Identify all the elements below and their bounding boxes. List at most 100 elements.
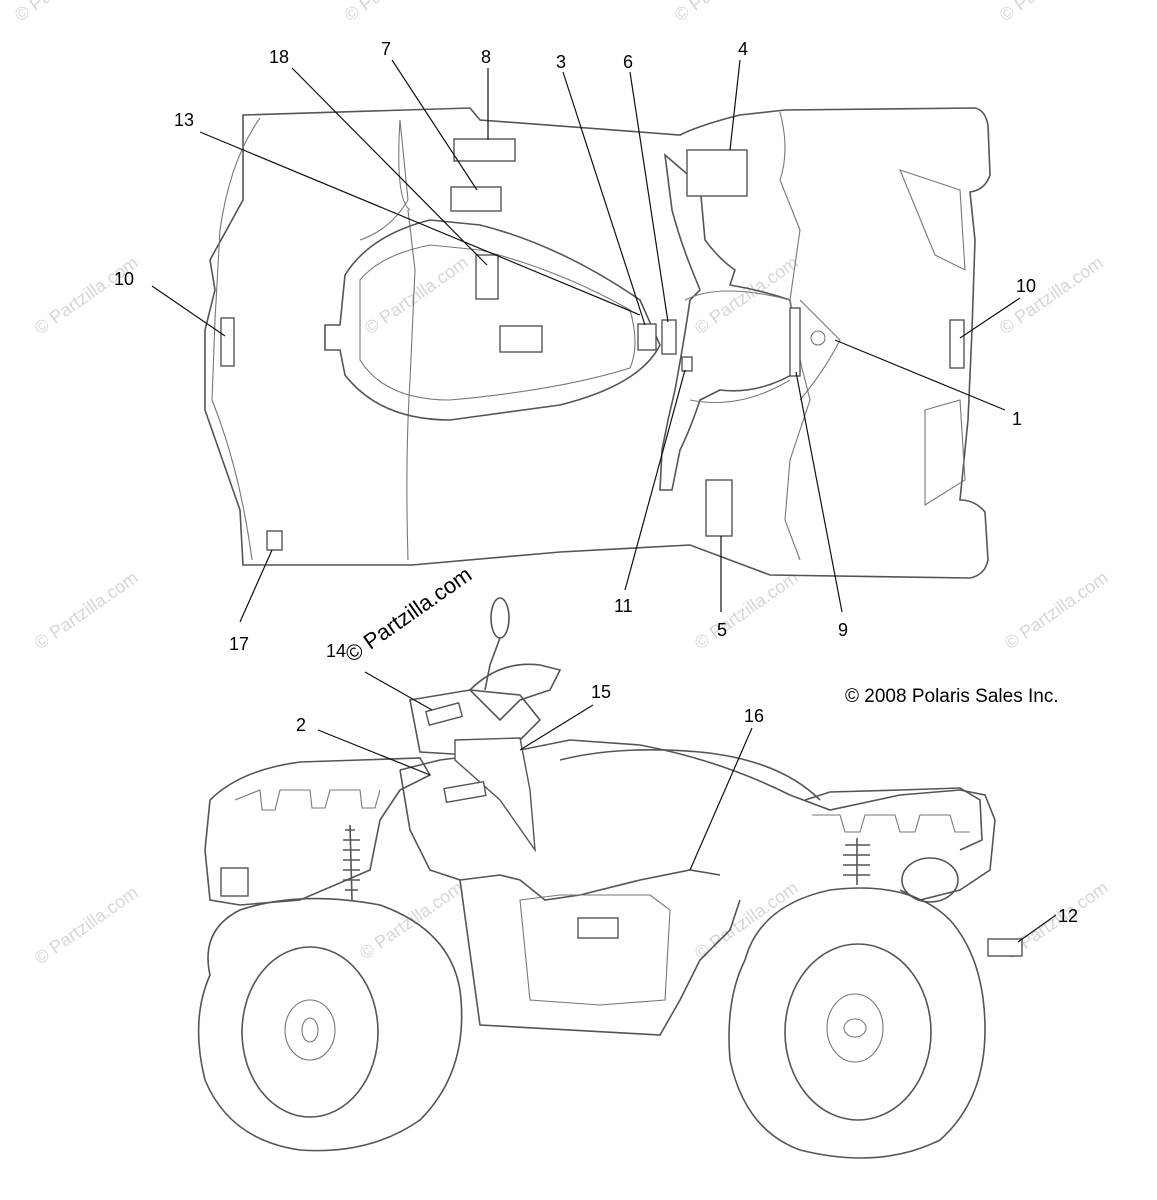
leader-1 [834,339,1006,411]
leader-17 [239,549,273,623]
watermark-tile: © Partzilla.com [691,877,802,963]
callout-12: 12 [1058,906,1078,926]
fuel-tank-body [409,689,542,756]
leader-13 [199,131,641,316]
rear-wheel [728,887,986,1159]
decal-12 [987,938,1023,957]
callout-7: 7 [381,39,391,59]
front-nose-outline [799,299,841,401]
callout-18: 18 [269,47,289,67]
watermark-tile: © Partzilla.com [341,0,452,25]
seat-inner-line [359,244,636,401]
decal-7 [450,186,502,212]
decal-3 [637,323,657,351]
callout-10-left: 10 [114,269,134,289]
watermark-tile: © Partzilla.com [11,0,122,25]
leader-3 [562,71,646,326]
decal-17 [266,530,283,551]
callout-15: 15 [591,682,611,702]
leader-2 [317,729,431,776]
callout-4: 4 [738,39,748,59]
front-tire [197,897,463,1152]
front-shock [343,824,360,901]
rear-rack-bars [812,814,970,833]
leader-7 [391,59,478,191]
decal-9 [789,307,801,377]
handlebar-inner-line [684,290,791,404]
seat-outline [324,219,661,421]
watermark-tile: © Partzilla.com [1001,567,1112,653]
watermark-tile: © Partzilla.com [31,882,142,968]
callout-14: 14 [326,641,346,661]
decal-10-side [220,867,249,897]
body-side-panel [519,894,671,1006]
watermark-tile: © Partzilla.com [31,567,142,653]
copyright-text: © 2008 Polaris Sales Inc. [845,686,1059,707]
decal-6 [661,319,677,355]
decal-18 [475,254,499,300]
watermark-tile: © Partzilla.com [996,252,1107,338]
callout-8: 8 [481,47,491,67]
callouts: 18 7 8 3 6 4 13 10 10 1 17 11 5 9 14 15 … [114,39,1078,926]
front-rack-right-edge [899,169,966,506]
watermark-tile: © Partzilla.com [31,252,142,338]
decal-5 [705,479,733,537]
watermark-tile: © Partzilla.com [361,252,472,338]
tail-light [901,857,959,903]
callout-9: 9 [838,620,848,640]
front-hub [284,999,336,1061]
rear-rim [784,943,932,1121]
front-rim [241,946,379,1118]
leader-18 [291,67,488,266]
decal-10-left [220,317,235,367]
rear-fender-edge [211,117,261,561]
main-body [399,739,996,1036]
decal-4 [686,149,748,197]
callout-11: 11 [614,596,633,616]
rear-shock [843,838,870,885]
watermark-tile: © Partzilla.com [671,0,782,25]
decal-14 [424,701,464,727]
leader-6 [629,71,669,323]
callout-5: 5 [717,620,727,640]
atv-side-view [197,597,1023,1159]
leader-15 [519,704,594,751]
watermark-tile: © Partzilla.com [691,567,802,653]
mirror [490,597,510,639]
callout-16: 16 [744,706,764,726]
callout-6: 6 [623,52,633,72]
decal-15-stripe [443,780,487,804]
mirror-stem [484,637,501,691]
front-light-circle [810,330,826,346]
callout-17: 17 [229,634,249,654]
front-rack-bars [234,789,381,811]
rear-tire [728,887,986,1159]
decal-10-right [949,319,965,369]
callout-2: 2 [296,715,306,735]
top-view-body-outline [204,107,991,579]
leader-14 [364,671,433,711]
rear-hub [826,993,884,1063]
decal-side-panel [577,917,619,939]
handlebar-outline [659,153,801,491]
rear-hub-center [843,1018,867,1038]
rear-rack-line [359,119,411,241]
rear-fender-inner-line [406,209,416,561]
front-rack [779,111,811,561]
leader-lines [151,59,1057,943]
leader-11 [624,369,686,591]
leader-9 [795,371,843,613]
front-wheel [197,897,463,1152]
watermark-tile: © Partzilla.com [996,0,1107,25]
watermark-overlay: © Partzilla.com [341,562,477,668]
decal-11 [681,356,693,372]
atv-top-view [204,107,991,579]
leader-4 [729,59,741,151]
handlebar-grip [468,663,562,722]
decal-15 [454,737,536,853]
leader-16 [689,727,753,871]
front-fender [204,757,432,906]
leader-10-left [151,285,226,337]
watermark-tile: © Partzilla.com [691,252,802,338]
